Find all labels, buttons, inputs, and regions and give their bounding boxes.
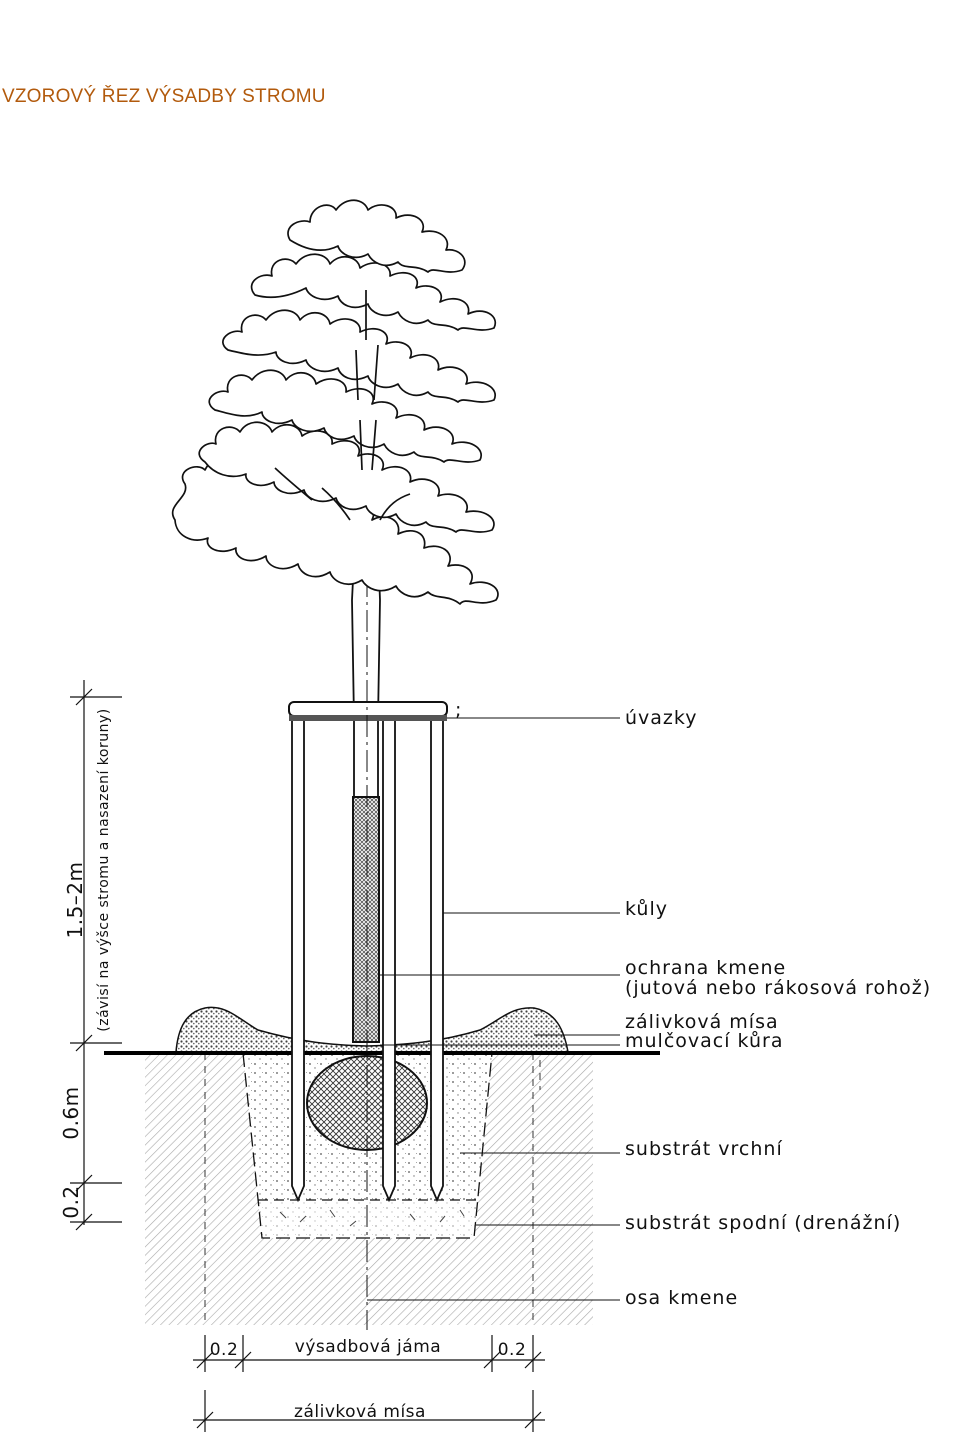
label-upper-substrate: substrát vrchní xyxy=(625,1138,783,1160)
dim-height: 1.5–2m xyxy=(63,861,87,938)
label-trunk-protection-material: (jutová nebo rákosová rohož) xyxy=(625,977,931,999)
dim-height-note: (závisí na výšce stromu a nasazení korun… xyxy=(96,708,112,1031)
dim-watering-basin: zálivková mísa xyxy=(294,1402,426,1422)
dim-planting-pit: výsadbová jáma xyxy=(295,1337,441,1357)
tree-crown xyxy=(171,199,499,605)
label-trunk-protection: ochrana kmene xyxy=(625,957,786,979)
label-mulch-bark: mulčovací kůra xyxy=(625,1030,783,1052)
dim-depth: 0.6m xyxy=(59,1086,83,1139)
label-trunk-axis: osa kmene xyxy=(625,1287,738,1309)
dim-drainage: 0.2 xyxy=(59,1185,83,1218)
page-title: VZOROVÝ ŘEZ VÝSADBY STROMU xyxy=(2,86,326,107)
soil-section xyxy=(145,1052,593,1325)
label-drainage-substrate: substrát spodní (drenážní) xyxy=(625,1212,901,1234)
label-watering-basin: zálivková mísa xyxy=(625,1011,779,1033)
stake-ties xyxy=(288,701,448,721)
dim-right-gap: 0.2 xyxy=(498,1340,527,1360)
semicolon-mark: ; xyxy=(455,699,462,721)
leader-lines xyxy=(367,717,620,1301)
left-dimension-lines xyxy=(70,680,122,1231)
bottom-dimension-lines xyxy=(193,1335,545,1432)
label-ties: úvazky xyxy=(625,707,697,729)
label-stakes: kůly xyxy=(625,898,668,920)
dim-left-gap: 0.2 xyxy=(210,1340,239,1360)
trunk-protection xyxy=(352,796,380,1043)
